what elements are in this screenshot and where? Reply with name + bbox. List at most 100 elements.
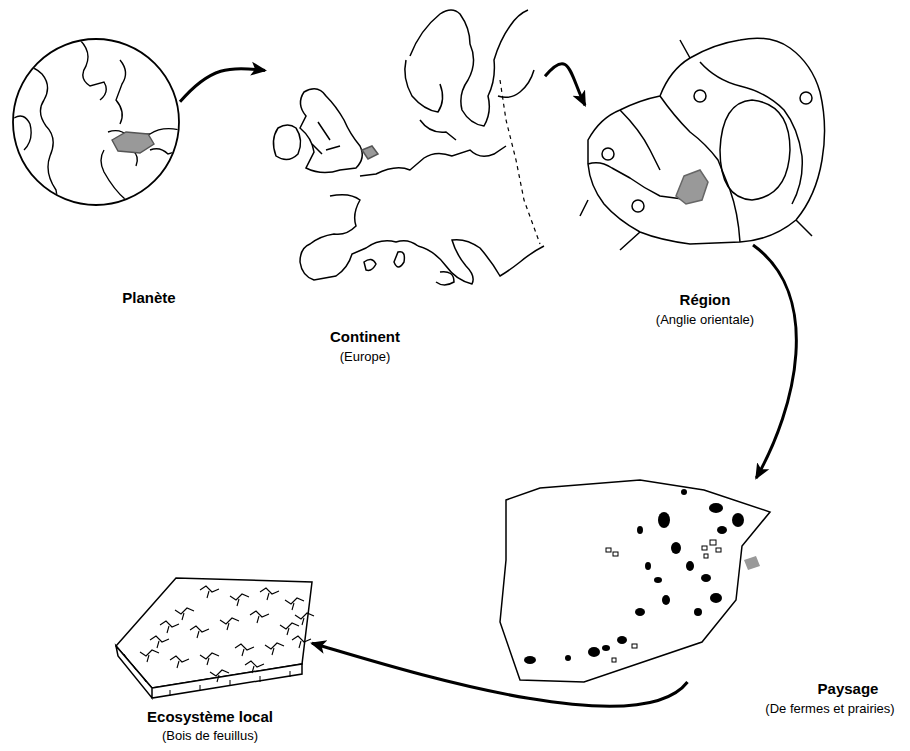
europe-map-part <box>362 146 378 159</box>
globe-figure-part <box>14 116 31 150</box>
region-map-part <box>632 200 644 212</box>
landscape-map-part <box>701 574 711 582</box>
landscape-map-part <box>612 658 616 662</box>
landscape-map-part <box>702 546 707 550</box>
europe-map <box>273 10 544 285</box>
region-map-part <box>700 62 802 204</box>
scale-stage: Ecosystème local(Bois de feuillus) <box>115 575 312 699</box>
landscape-map-part <box>710 540 716 545</box>
landscape-map-part <box>524 489 744 664</box>
landscape-map-part <box>681 489 687 495</box>
leaf-texture <box>292 636 311 648</box>
scale-example: (Bois de feuillus) <box>160 728 260 744</box>
globe-figure-part <box>112 132 154 153</box>
europe-map-part <box>498 70 534 97</box>
landscape-map-part <box>662 595 670 605</box>
leaf-texture <box>245 661 264 673</box>
europe-map-part <box>500 80 540 244</box>
globe-figure-part <box>14 67 60 215</box>
scale-name: Planète <box>120 289 177 307</box>
leaf-texture <box>150 636 169 648</box>
leaf-texture <box>160 621 179 633</box>
leaf-texture <box>250 611 269 623</box>
landscape-map-part <box>635 608 645 616</box>
europe-map-part <box>420 120 456 140</box>
zoom-arrow <box>753 245 796 478</box>
region-map-part <box>720 100 790 200</box>
region-map-part <box>676 170 708 204</box>
woodland-block-part <box>140 586 314 682</box>
europe-map-part <box>364 259 376 270</box>
leaf-texture <box>235 644 254 656</box>
leaf-texture <box>280 623 299 635</box>
scale-name: Continent <box>328 328 402 346</box>
landscape-map <box>500 480 770 682</box>
zoom-arrow <box>312 643 688 706</box>
europe-map-part <box>405 60 443 112</box>
landscape-map-part <box>709 503 723 513</box>
leaf-texture <box>175 608 194 620</box>
woodland-block-part <box>116 646 302 698</box>
europe-map-part <box>418 240 544 284</box>
landscape-map-part <box>717 526 727 534</box>
scale-name: Paysage <box>816 680 881 698</box>
landscape-map-part <box>645 562 651 570</box>
region-map-part <box>588 38 825 244</box>
region-map <box>580 38 825 250</box>
region-map-part <box>588 163 690 200</box>
globe-figure-part <box>80 40 106 100</box>
leaf-texture <box>230 594 249 606</box>
leaf-texture <box>200 653 219 665</box>
landscape-map-part <box>658 512 670 528</box>
zoom-arrow <box>545 64 585 106</box>
globe-figure-part <box>101 150 174 209</box>
woodland-block-part <box>124 654 290 696</box>
region-map-part <box>660 96 740 242</box>
landscape-map-part <box>732 513 744 527</box>
scale-name: Région <box>678 291 733 309</box>
scale-name: Ecosystème local <box>145 708 275 726</box>
landscape-map-part <box>613 552 618 556</box>
europe-map-part <box>394 252 404 267</box>
landscape-map-part <box>606 540 721 662</box>
landscape-map-part <box>694 608 702 616</box>
leaf-texture <box>265 643 284 655</box>
europe-map-part <box>300 195 418 280</box>
landscape-map-part <box>602 645 610 651</box>
landscape-map-part <box>588 647 600 657</box>
leaf-texture <box>260 588 279 600</box>
globe-figure-part <box>14 40 182 215</box>
landscape-map-part <box>654 577 662 583</box>
landscape-map-part <box>500 480 770 682</box>
landscape-map-part <box>632 644 637 648</box>
landscape-map-part <box>637 526 643 534</box>
globe-figure-part <box>13 39 179 205</box>
landscape-map-part <box>710 593 722 603</box>
leaf-texture <box>140 650 159 662</box>
landscape-map-part <box>686 561 694 571</box>
scale-example: (Europe) <box>338 349 393 365</box>
region-map-part <box>800 92 812 104</box>
globe-figure-part <box>150 149 182 154</box>
scale-stage: Paysage(De fermes et prairies) <box>495 478 770 682</box>
scale-stage: Région(Anglie orientale) <box>585 30 825 245</box>
landscape-map-part <box>744 556 760 570</box>
leaf-texture <box>190 626 209 638</box>
europe-map-part <box>436 272 454 285</box>
leaf-texture <box>285 598 304 610</box>
landscape-map-part <box>704 554 708 558</box>
scale-stage: Planète <box>12 38 180 206</box>
europe-map-part <box>273 125 300 160</box>
europe-map-part <box>312 122 340 154</box>
landscape-map-part <box>617 636 627 644</box>
region-map-part <box>580 40 812 250</box>
landscape-map-part <box>524 656 536 664</box>
leaf-texture <box>210 670 229 682</box>
europe-map-part <box>300 89 362 173</box>
scale-stage: Continent(Europe) <box>265 5 545 290</box>
scale-example: (De fermes et prairies) <box>763 701 896 717</box>
landscape-map-part <box>565 655 571 661</box>
